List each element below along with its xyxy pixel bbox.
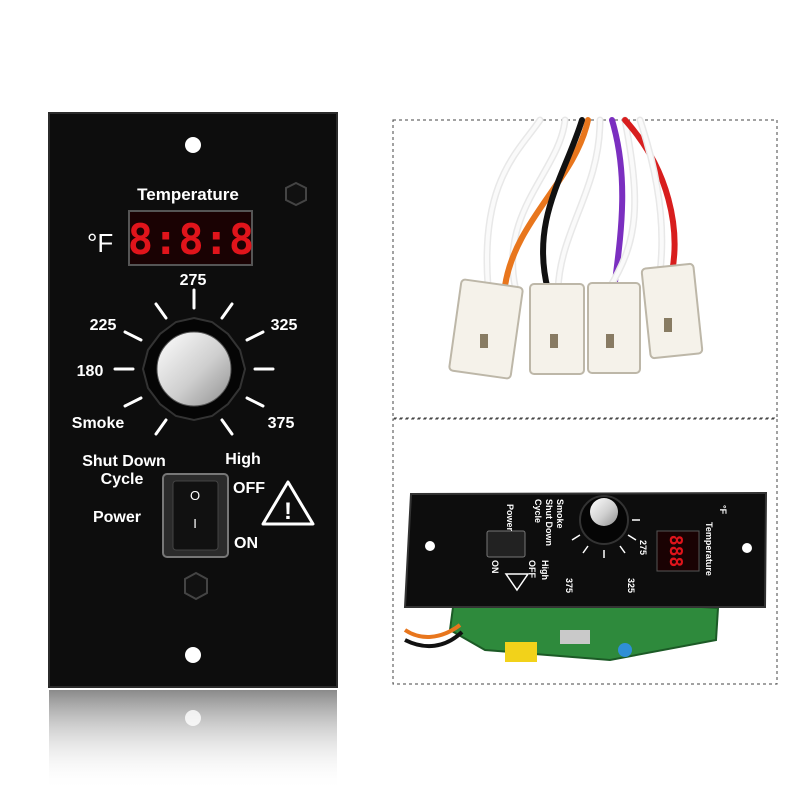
led-display: 8:8:8 (128, 210, 254, 266)
board-label-smoke: Smoke (555, 499, 565, 529)
dial-label-cycle: Cycle (101, 471, 144, 488)
board-label-high: High (540, 560, 550, 580)
switch-off-label: OFF (233, 480, 265, 497)
board-label-325: 325 (626, 578, 636, 593)
dial-ticks (113, 288, 275, 436)
control-panel: Temperature °F 8:8:8 275 225 325 180 Smo… (48, 112, 338, 688)
board-label-cycle: Cycle (533, 499, 543, 523)
board-temperature-label: Temperature (704, 522, 714, 576)
svg-text:888: 888 (665, 535, 686, 568)
dial-label-high: High (225, 451, 261, 468)
wiring-harness-inset (392, 116, 778, 419)
board-label-375: 375 (564, 578, 574, 593)
hex-screw-top (285, 181, 307, 207)
power-label: Power (93, 509, 141, 526)
switch-on-symbol: I (193, 516, 197, 531)
mounting-hole-top (185, 137, 201, 153)
unit-label: °F (87, 228, 113, 258)
dial-label-smoke: Smoke (72, 415, 125, 432)
dial-label-275: 275 (180, 272, 207, 289)
temperature-knob[interactable] (141, 316, 247, 422)
wire-connectors (448, 262, 704, 380)
board-inset: 888 Temperature °F Smoke Shut Down Cycle… (392, 418, 778, 685)
mounting-hole-bottom (185, 647, 201, 663)
switch-on-label: ON (234, 535, 258, 552)
led-digits: 8:8:8 (128, 215, 254, 264)
board-label-off: OFF (527, 560, 537, 578)
svg-text:!: ! (284, 498, 292, 525)
hex-screw-bottom (184, 571, 208, 601)
dial-label-375: 375 (268, 415, 295, 432)
warning-icon: ! (261, 480, 315, 526)
dial-label-180: 180 (77, 363, 104, 380)
board-label-shutdown: Shut Down (544, 499, 554, 546)
temperature-label: Temperature (137, 185, 239, 204)
power-switch[interactable]: O I (162, 473, 229, 558)
dial-label-225: 225 (90, 317, 117, 334)
board-label-power: Power (505, 504, 515, 532)
switch-off-symbol: O (190, 488, 200, 503)
dial-label-325: 325 (271, 317, 298, 334)
panel-reflection (49, 690, 337, 790)
dial-label-shutdown: Shut Down (82, 453, 166, 470)
board-label-275: 275 (638, 540, 648, 555)
board-label-on: ON (490, 560, 500, 574)
board-unit-label: °F (718, 505, 728, 515)
board-switch (486, 530, 526, 558)
